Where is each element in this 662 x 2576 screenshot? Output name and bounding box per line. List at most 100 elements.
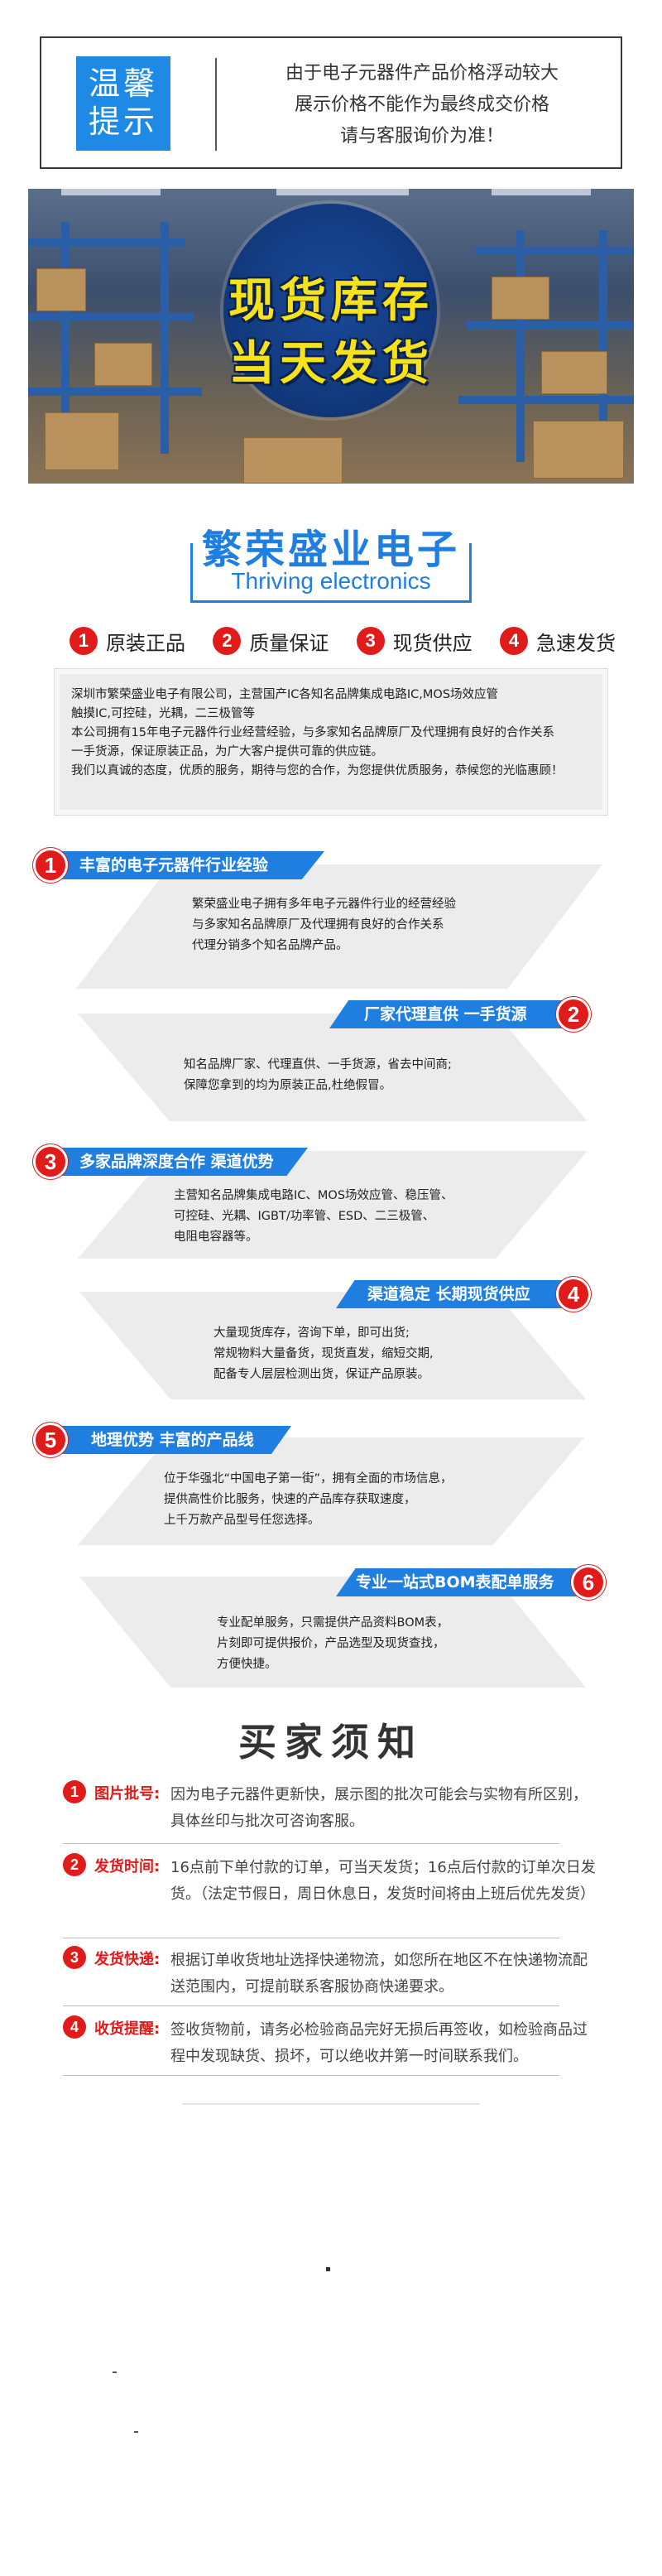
stray-dot xyxy=(134,2431,138,2433)
price-notice-box: 温馨 提示 由于电子元器件产品价格浮动较大 展示价格不能作为最终成交价格 请与客… xyxy=(40,36,622,169)
rack-beam xyxy=(28,388,202,396)
rack-beam xyxy=(28,313,194,321)
banner-circle xyxy=(223,204,437,417)
rack-beam xyxy=(28,238,185,247)
section-number: 2 xyxy=(556,997,591,1032)
section-text-line: 片刻即可提供报价，产品选型及现货查找， xyxy=(217,1637,445,1650)
notice-badge-line1: 温馨 xyxy=(88,65,158,102)
number-badge: 4 xyxy=(63,2015,86,2039)
intro-line: 触摸IC,可控硅，光耦，二三极管等 xyxy=(71,707,256,720)
notice-badge: 温馨 提示 xyxy=(76,56,170,151)
section-text-line: 电阻电容器等。 xyxy=(174,1230,258,1244)
note-text: 根据订单收货地址选择快递物流，如您所在地区不在快递物流配送范围内，可提前联系客服… xyxy=(170,1952,588,1996)
section-text-line: 主营知名品牌集成电路IC、MOS场效应管、稳压管、 xyxy=(174,1189,453,1202)
section-text-line: 与多家知名品牌原厂及代理拥有良好的合作关系 xyxy=(192,918,444,932)
section-text-line: 保障您拿到的均为原装正品,杜绝假冒。 xyxy=(184,1079,392,1092)
note-label: 发货时间: xyxy=(94,1858,161,1875)
intro-line: 深圳市繁荣盛业电子有限公司，主营国产IC各知名品牌集成电路IC,MOS场效应管 xyxy=(71,688,499,701)
note-divider xyxy=(63,2005,559,2006)
buyer-note: 4 收货提醒: 签收货物前，请务必检验商品完好无损后再签收，如检验商品过程中发现… xyxy=(63,2015,592,2073)
section-number: 4 xyxy=(556,1277,591,1312)
number-badge: 4 xyxy=(499,627,528,655)
section-text: 大量现货库存，咨询下单，即可出货; 常规物料大量备货，现货直发，缩短交期, 配备… xyxy=(213,1323,434,1385)
company-subtitle: Thriving electronics xyxy=(231,568,431,594)
feature-item: 4 急速发货 xyxy=(499,624,616,657)
note-text: 签收货物前，请务必检验商品完好无损后再签收，如检验商品过程中发现缺货、损坏，可以… xyxy=(170,2021,588,2065)
section-text-line: 位于华强北“中国电子第一街”，拥有全面的市场信息， xyxy=(164,1472,453,1485)
rack-post xyxy=(61,222,70,454)
frame-gap xyxy=(217,538,445,548)
stray-dot xyxy=(113,2371,117,2373)
number-badge: 3 xyxy=(63,1946,86,1969)
cargo-box xyxy=(533,421,624,479)
note-label: 收货提醒: xyxy=(94,2020,161,2038)
section-number: 6 xyxy=(571,1565,606,1600)
section-text-line: 繁荣盛业电子拥有多年电子元器件行业的经营经验 xyxy=(192,898,456,911)
note-text: 16点前下单付款的订单，可当天发货；16点后付款的订单次日发货。（法定节假日，周… xyxy=(170,1859,596,1903)
feature-item: 1 原装正品 xyxy=(70,624,185,657)
note-text: 因为电子元器件更新快，展示图的批次可能会与实物有所区别，具体丝印与批次可咨询客服… xyxy=(170,1786,588,1830)
section-title: 地理优势 丰富的产品线 xyxy=(43,1426,291,1454)
section-background xyxy=(79,1292,586,1399)
cargo-box xyxy=(94,343,152,386)
notice-line: 由于电子元器件产品价格浮动较大 xyxy=(285,63,559,84)
features-row: 1 原装正品 2 质量保证 3 现货供应 4 急速发货 xyxy=(70,624,616,657)
note-label: 图片批号: xyxy=(94,1785,161,1803)
banner-line2: 当天发货 xyxy=(228,337,434,391)
buyer-note: 1 图片批号: 因为电子元器件更新快，展示图的批次可能会与实物有所区别，具体丝印… xyxy=(63,1780,592,1838)
section-text: 位于华强北“中国电子第一街”，拥有全面的市场信息， 提供高性价比服务，快速的产品… xyxy=(164,1469,453,1531)
intro-line: 本公司拥有15年电子元器件行业经营经验，与多家知名品牌原厂及代理拥有良好的合作关… xyxy=(71,726,554,739)
rack-beam xyxy=(467,321,634,330)
notice-text: 由于电子元器件产品价格浮动较大 展示价格不能作为最终成交价格 请与客服询价为准！ xyxy=(240,58,604,152)
number-badge: 1 xyxy=(63,1780,86,1803)
note-divider xyxy=(63,2075,559,2076)
company-title: 繁荣盛业电子 xyxy=(201,527,460,573)
number-badge: 2 xyxy=(63,1853,86,1876)
section-background xyxy=(78,1014,588,1121)
rack-post xyxy=(516,230,525,462)
feature-item: 2 质量保证 xyxy=(213,624,329,657)
section-title: 厂家代理直供 一手货源 xyxy=(329,1000,569,1028)
section-number: 3 xyxy=(33,1144,68,1179)
section-number: 5 xyxy=(33,1423,68,1457)
intro-line: 我们以真诚的态度，优质的服务，期待与您的合作，为您提供优质服务，恭候您的光临惠顾… xyxy=(71,764,564,778)
section-text-line: 代理分销多个知名品牌产品。 xyxy=(192,939,348,952)
cargo-box xyxy=(45,412,119,470)
section-text: 知名品牌厂家、代理直供、一手货源，省去中间商; 保障您拿到的均为原装正品,杜绝假… xyxy=(184,1055,452,1096)
section-text-line: 提供高性价比服务，快速的产品库存获取速度， xyxy=(164,1493,416,1506)
feature-label: 原装正品 xyxy=(106,631,185,655)
section-text-line: 上千万款产品型号任您选择。 xyxy=(164,1514,320,1527)
section-text-line: 知名品牌厂家、代理直供、一手货源，省去中间商; xyxy=(184,1058,452,1071)
note-divider xyxy=(63,1843,559,1844)
feature-label: 现货供应 xyxy=(392,631,473,655)
stray-dot xyxy=(326,2267,330,2271)
cargo-box xyxy=(541,351,607,394)
section-text-line: 方便快捷。 xyxy=(217,1658,277,1671)
section-title: 丰富的电子元器件行业经验 xyxy=(43,851,324,879)
notice-line: 展示价格不能作为最终成交价格 xyxy=(294,94,549,115)
section-text: 主营知名品牌集成电路IC、MOS场效应管、稳压管、 可控硅、光耦、IGBT/功率… xyxy=(174,1186,453,1248)
cargo-box xyxy=(36,268,86,311)
ceiling-light xyxy=(61,189,161,195)
cargo-box xyxy=(492,277,549,320)
section-number: 1 xyxy=(33,848,68,883)
note-label: 发货快递: xyxy=(94,1951,161,1968)
feature-item: 3 现货供应 xyxy=(356,624,473,657)
intro-line: 一手货源，保证原装正品，为广大客户提供可靠的供应链。 xyxy=(71,745,383,758)
number-badge: 2 xyxy=(213,627,242,655)
section-title: 专业一站式BOM表配单服务 xyxy=(336,1568,581,1596)
ceiling-light xyxy=(492,189,591,195)
section-title: 渠道稳定 长期现货供应 xyxy=(336,1280,569,1308)
number-badge: 1 xyxy=(70,627,98,655)
notice-badge-line2: 提示 xyxy=(88,104,158,140)
rack-beam xyxy=(458,396,634,404)
feature-label: 急速发货 xyxy=(535,631,616,655)
section-background xyxy=(76,864,602,989)
section-text: 专业配单服务，只需提供产品资料BOM表， 片刻即可提供报价，产品选型及现货查找，… xyxy=(217,1613,449,1675)
banner-line1: 现货库存 xyxy=(228,274,434,328)
notice-line: 请与客服询价为准！ xyxy=(339,126,504,147)
company-title-frame xyxy=(190,543,472,603)
ceiling-light xyxy=(276,189,409,195)
rack-post xyxy=(161,222,169,454)
section-title: 多家品牌深度合作 渠道优势 xyxy=(43,1148,308,1176)
